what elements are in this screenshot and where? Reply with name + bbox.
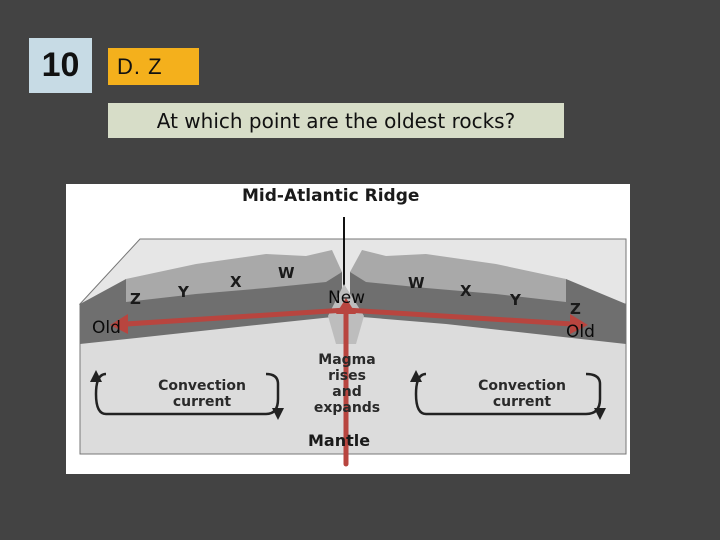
point-x-right: X — [460, 282, 472, 300]
mid-atlantic-ridge-diagram: Mid-Atlantic Ridge Z Y X W W X Y Z New O… — [66, 184, 630, 474]
magma-text: Magma rises and expands — [302, 352, 392, 416]
convection-right-line-1: Convection — [478, 378, 566, 394]
point-w-right: W — [408, 274, 425, 292]
old-label-left: Old — [92, 318, 121, 338]
convection-label-left: Convection current — [132, 378, 272, 410]
new-label: New — [328, 288, 366, 308]
point-y-right: Y — [510, 291, 521, 309]
point-y-left: Y — [178, 283, 189, 301]
slide-number: 10 — [29, 38, 92, 93]
convection-label-right: Convection current — [452, 378, 592, 410]
mantle-label: Mantle — [308, 431, 371, 450]
convection-left-line-2: current — [172, 394, 232, 410]
diagram-title: Mid-Atlantic Ridge — [242, 186, 420, 206]
magma-line-1: Magma — [318, 352, 376, 368]
magma-line-3: and — [332, 384, 362, 400]
diagram-graphic — [78, 217, 627, 467]
convection-right-line-2: current — [492, 394, 552, 410]
convection-left-line-1: Convection — [158, 378, 246, 394]
old-label-right: Old — [566, 322, 595, 342]
magma-line-4: expands — [313, 400, 381, 416]
point-w-left: W — [278, 264, 295, 282]
point-z-left: Z — [130, 290, 141, 308]
answer-label: D. Z — [108, 48, 199, 85]
point-z-right: Z — [570, 300, 581, 318]
question-text: At which point are the oldest rocks? — [108, 103, 564, 138]
magma-line-2: rises — [328, 368, 366, 384]
point-x-left: X — [230, 273, 242, 291]
